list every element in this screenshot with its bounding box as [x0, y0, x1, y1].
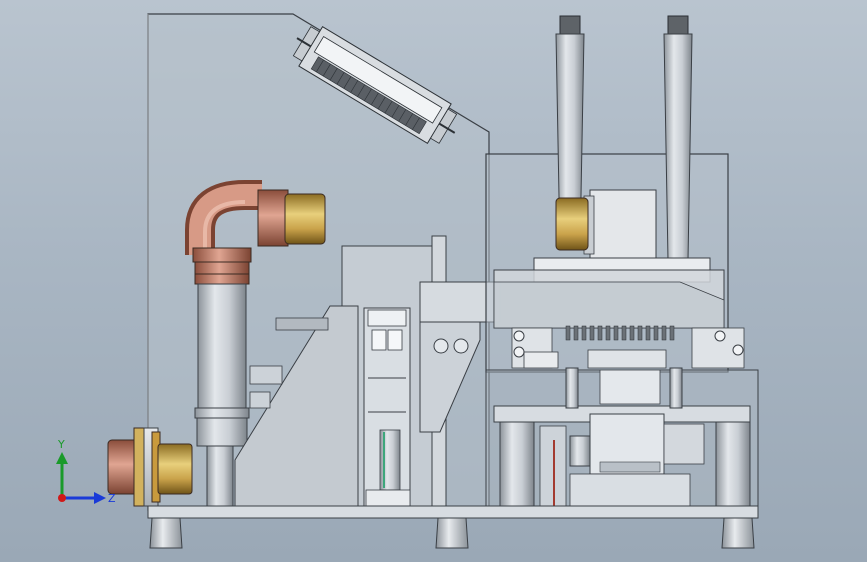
slanted-connector-block [292, 25, 458, 145]
copper-elbow-pipe [185, 180, 326, 285]
vertical-steel-tube [194, 283, 250, 507]
base-plate [147, 505, 759, 519]
x-axis-dot [58, 494, 66, 502]
coordinate-triad: Y Z [56, 438, 116, 505]
carriage-heatsink [493, 257, 745, 369]
z-axis-label: Z [108, 492, 116, 505]
lower-right-mechanism [493, 367, 751, 507]
machine-feet [149, 517, 755, 549]
linear-guide-column [363, 307, 411, 509]
y-axis-label: Y [57, 438, 65, 451]
side-inlet-coupling [107, 427, 193, 507]
top-motor [555, 189, 657, 261]
